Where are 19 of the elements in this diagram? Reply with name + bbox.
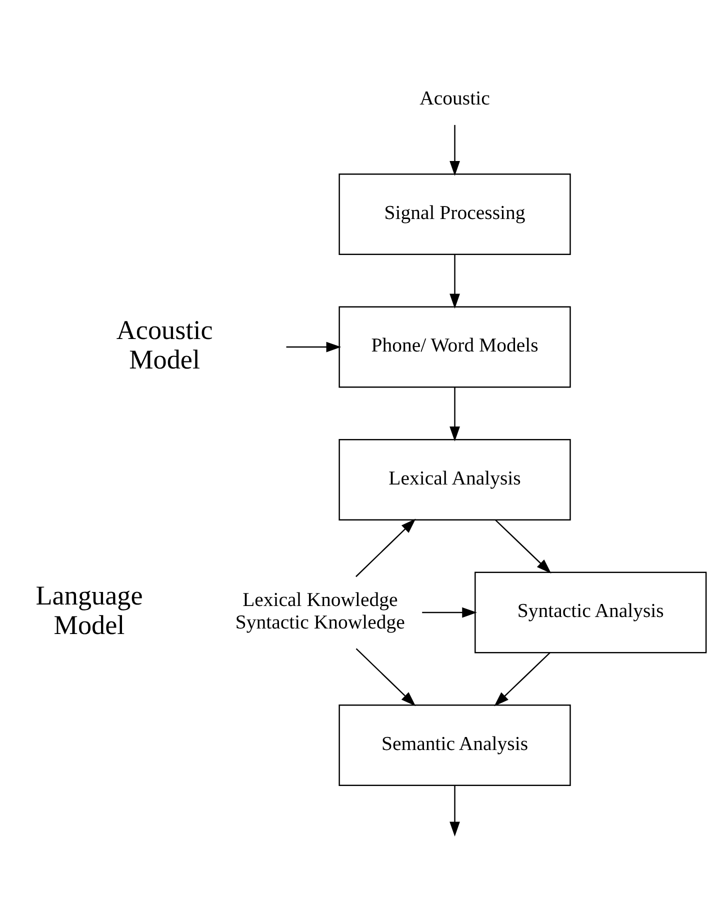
arrow: [449, 254, 460, 309]
arrow: [286, 342, 341, 352]
label: Language Model: [35, 580, 142, 640]
node-box: Signal Processing: [338, 174, 570, 256]
arrow: [494, 520, 551, 574]
arrow: [355, 648, 416, 706]
arrow: [422, 607, 476, 618]
node-box: Phone/ Word Models: [338, 306, 570, 388]
node-box: Semantic Analysis: [338, 704, 570, 786]
node-box: Syntactic Analysis: [474, 572, 706, 654]
arrow: [355, 518, 416, 578]
node-text: Lexical Knowledge Syntactic Knowledge: [234, 589, 404, 634]
arrow: [494, 652, 550, 706]
node-box: Lexical Analysis: [338, 439, 570, 520]
arrow: [449, 387, 460, 442]
arrow: [449, 785, 460, 837]
label: Acoustic Model: [116, 315, 212, 375]
node-text: Acoustic: [419, 88, 490, 110]
arrow: [449, 124, 460, 176]
